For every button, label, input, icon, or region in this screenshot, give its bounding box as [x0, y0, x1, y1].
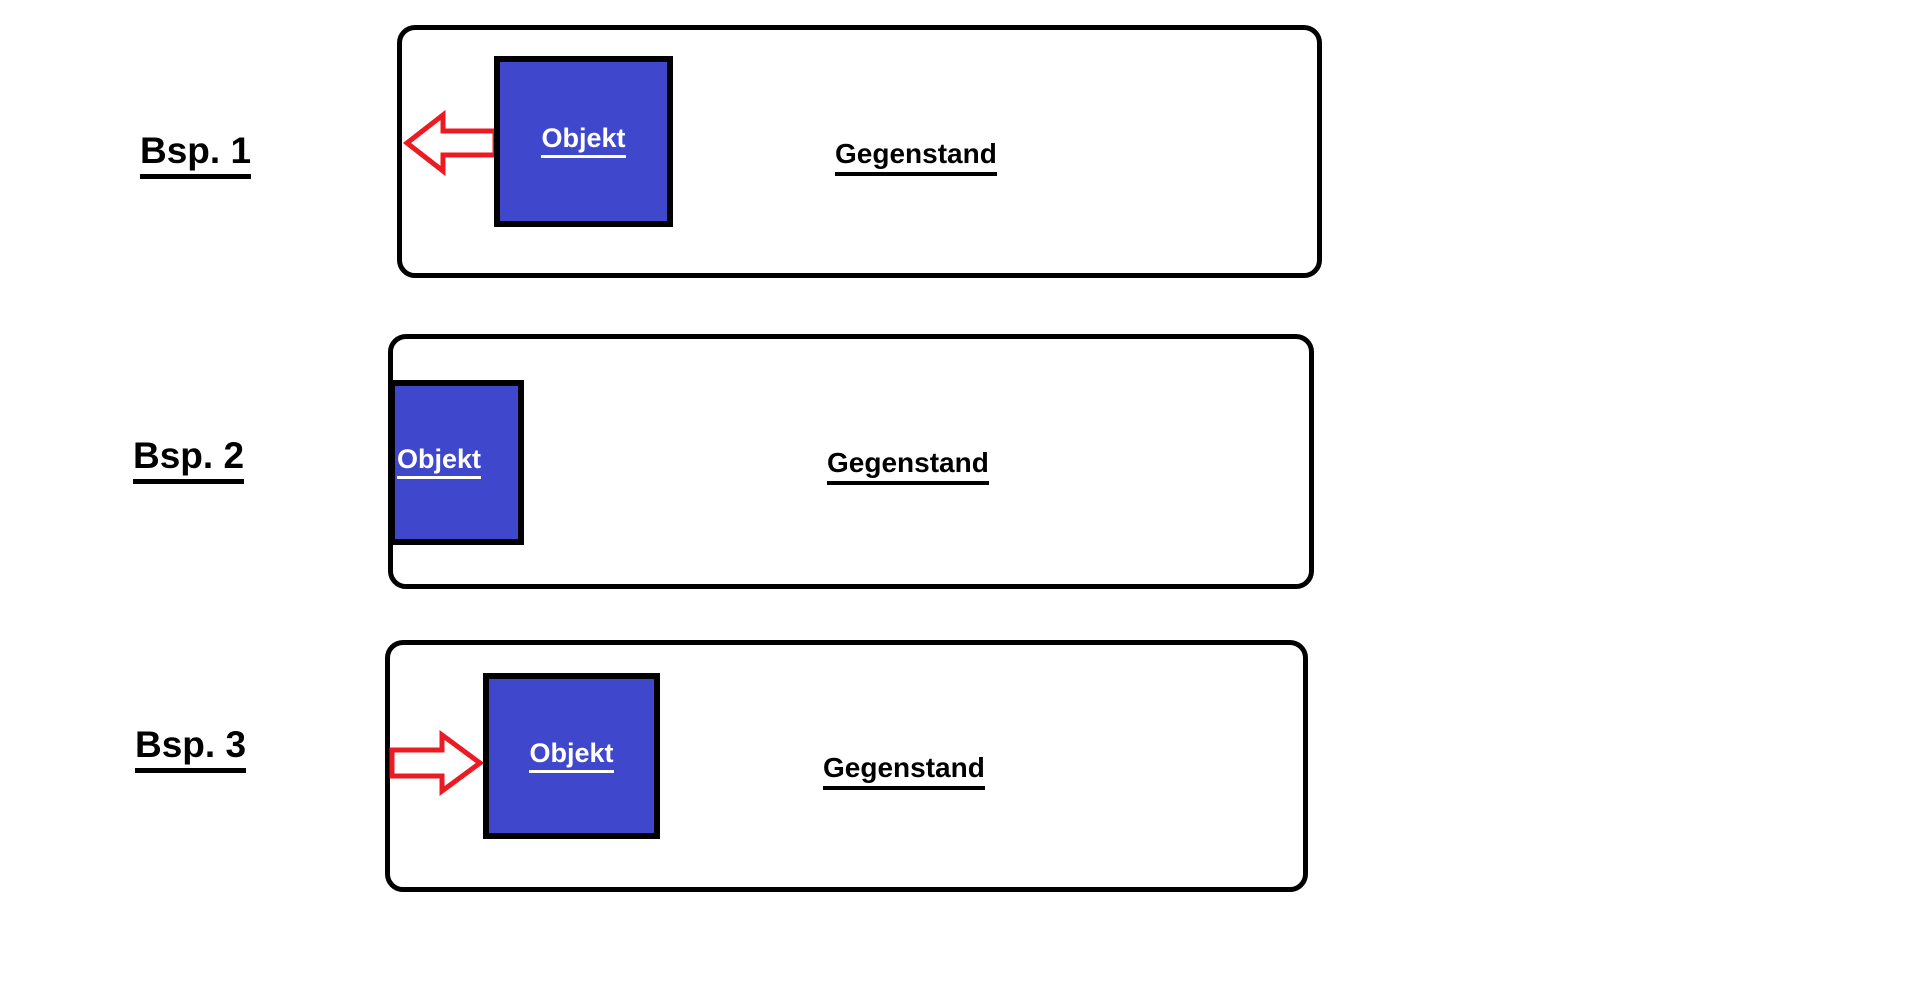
arrow-right-icon: [389, 730, 485, 796]
example-2-label: Bsp. 2: [133, 437, 245, 484]
example-2-object-square: Objekt: [389, 380, 524, 545]
example-1-gegenstand-container: [397, 25, 1322, 278]
example-3-label: Bsp. 3: [135, 726, 247, 773]
example-3-object-label: Objekt: [529, 739, 614, 773]
example-1-gegenstand-label: Gegenstand: [835, 140, 997, 176]
example-3-object-square: Objekt: [483, 673, 660, 839]
example-2-gegenstand-label: Gegenstand: [827, 449, 989, 485]
example-3-gegenstand-container: [385, 640, 1308, 892]
example-2-object-label: Objekt: [397, 446, 482, 479]
arrow-left-icon: [402, 109, 498, 177]
example-1-label: Bsp. 1: [140, 132, 252, 179]
example-1-object-label: Objekt: [541, 125, 626, 158]
example-1-object-square: Objekt: [494, 56, 673, 227]
example-3-gegenstand-label: Gegenstand: [823, 754, 985, 790]
